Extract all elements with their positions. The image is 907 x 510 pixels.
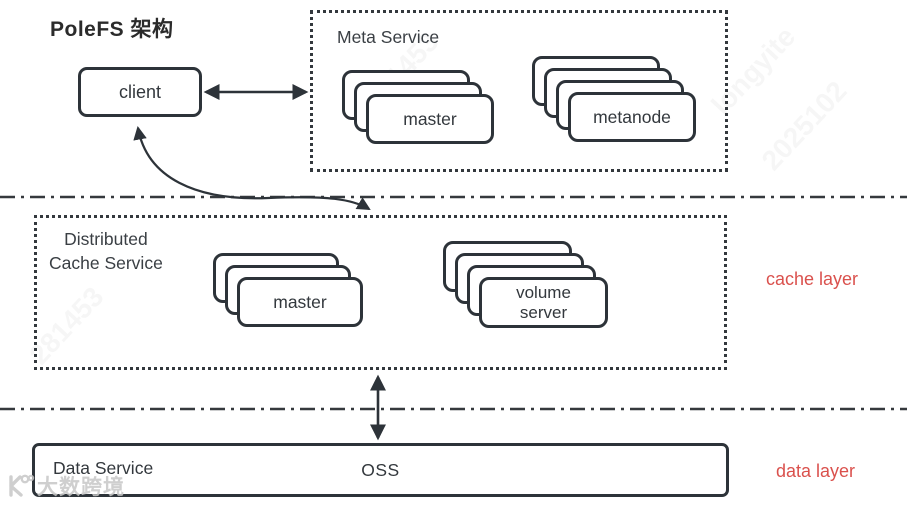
cache-layer-label: cache layer <box>766 269 859 289</box>
brand-watermark-text: 大数跨境 <box>37 476 125 499</box>
data-service-label: Data Service <box>53 458 154 478</box>
meta-service-box: Meta Service <box>310 10 728 172</box>
oss-label: OSS <box>361 460 400 480</box>
volume-server-card: volume server <box>479 277 608 328</box>
page-title: PoleFS 架构 <box>50 18 174 41</box>
cache-service-label-line1: Distributed <box>64 229 148 249</box>
cache-master-card: master <box>237 277 363 327</box>
faint-watermark: 2025102 <box>755 75 853 177</box>
data-service-box: Data Service OSS <box>32 443 729 497</box>
metanode-card: metanode <box>568 92 696 142</box>
cache-service-label: Distributed Cache Service <box>49 227 163 275</box>
meta-master-card: master <box>366 94 494 144</box>
brand-watermark: 大数跨境 <box>5 471 125 501</box>
data-layer-label: data layer <box>776 461 856 481</box>
client-label: client <box>118 81 162 102</box>
brand-logo-icon <box>5 473 35 499</box>
cache-service-label-line2: Cache Service <box>49 253 163 274</box>
meta-service-label: Meta Service <box>337 27 440 47</box>
client-box: client <box>78 67 202 117</box>
cache-service-box: Distributed Cache Service <box>34 215 727 370</box>
